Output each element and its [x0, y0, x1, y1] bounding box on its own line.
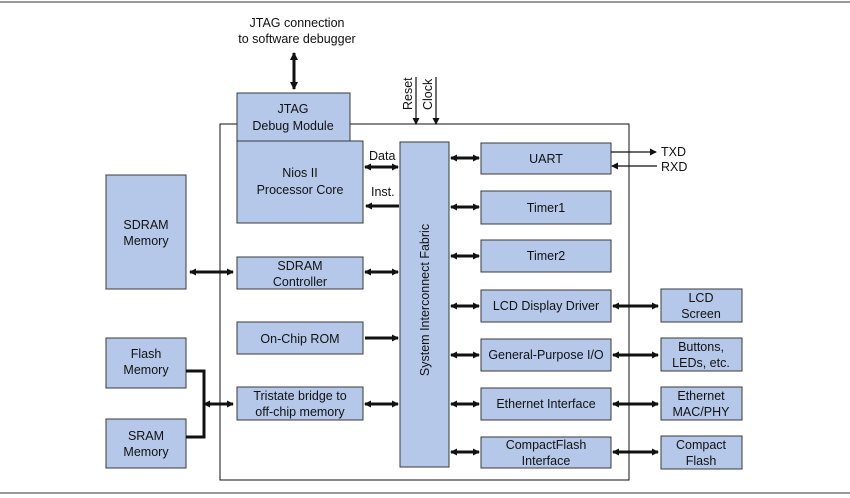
system-interconnect-fabric: [399, 141, 450, 468]
buttons-label-1: Buttons,: [678, 340, 724, 354]
rxd-label: RXD: [661, 160, 687, 174]
lcd-screen-label-1: LCD: [688, 291, 713, 305]
jtag-connection-label-2: to software debugger: [238, 32, 355, 46]
fabric-label: System Interconnect Fabric: [418, 224, 432, 376]
timer1-block: [480, 190, 612, 225]
sdram-memory-label-2: Memory: [123, 234, 169, 248]
lcd-screen: [660, 288, 743, 323]
sdram-controller-label-2: Controller: [273, 275, 327, 289]
uart-block: [480, 142, 612, 175]
txd-label: TXD: [661, 145, 686, 159]
ethernet-interface-label: Ethernet Interface: [496, 397, 595, 411]
clock-label: Clock: [421, 78, 435, 110]
sdram-controller: [236, 256, 364, 290]
buttons-leds: [660, 337, 743, 372]
compactflash-label-2: Interface: [522, 454, 571, 468]
nios-label-1: Nios II: [282, 166, 317, 180]
sdram-memory: [105, 174, 187, 290]
ethernet-mac-phy: [660, 386, 743, 421]
compact-flash-label-2: Flash: [686, 454, 717, 468]
sram-memory-label-1: SRAM: [128, 429, 164, 443]
jtag-module-label-1: JTAG: [277, 102, 308, 116]
memory-bus-line: [186, 369, 206, 439]
buttons-label-2: LEDs, etc.: [672, 356, 730, 370]
sdram-controller-label-1: SDRAM: [277, 259, 322, 273]
ethernet-mac-label-2: MAC/PHY: [673, 405, 731, 419]
ethernet-interface-block: [480, 387, 612, 421]
uart-label: UART: [529, 152, 563, 166]
data-label: Data: [369, 149, 395, 163]
nios-processor-core: [236, 140, 364, 224]
compactflash-label-1: CompactFlash: [506, 438, 587, 452]
onchip-rom-label: On-Chip ROM: [260, 332, 339, 346]
sram-memory: [105, 418, 187, 469]
fpga-boundary: [219, 123, 630, 481]
tristate-label-2: off-chip memory: [255, 405, 345, 419]
on-chip-rom: [236, 321, 364, 355]
flash-memory-label-1: Flash: [131, 347, 162, 361]
jtag-connection-label: JTAG connection: [250, 16, 345, 30]
flash-memory-label-2: Memory: [123, 363, 169, 377]
lcd-driver-block: [480, 289, 612, 323]
ethernet-mac-label-1: Ethernet: [677, 389, 725, 403]
lcd-screen-label-2: Screen: [681, 307, 721, 321]
compact-flash: [660, 435, 743, 470]
flash-memory: [105, 337, 187, 389]
jtag-debug-module: [236, 92, 351, 142]
sdram-memory-label-1: SDRAM: [123, 218, 168, 232]
compactflash-interface-block: [480, 436, 612, 469]
lcd-driver-label: LCD Display Driver: [493, 299, 599, 313]
inst-label: Inst.: [371, 185, 395, 199]
sram-memory-label-2: Memory: [123, 445, 169, 459]
tristate-bridge: [236, 386, 364, 421]
timer1-label: Timer1: [527, 201, 565, 215]
timer2-block: [480, 239, 612, 273]
timer2-label: Timer2: [527, 249, 565, 263]
reset-label: Reset: [401, 77, 415, 110]
tristate-label-1: Tristate bridge to: [253, 389, 346, 403]
nios-label-2: Processor Core: [257, 183, 344, 197]
gpio-block: [480, 338, 612, 372]
gpio-label: General-Purpose I/O: [488, 348, 604, 362]
compact-flash-label-1: Compact: [676, 438, 727, 452]
jtag-module-label-2: Debug Module: [252, 119, 333, 133]
